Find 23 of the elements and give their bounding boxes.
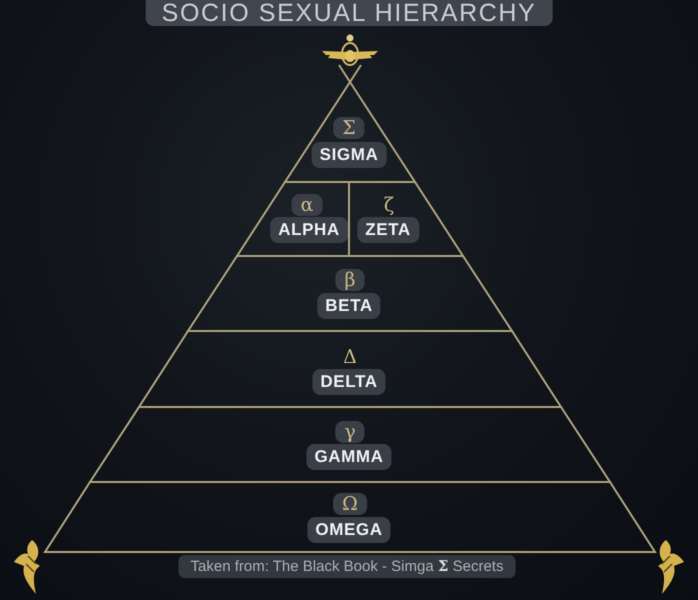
title: SOCIO SEXUAL HIERARCHY bbox=[146, 0, 552, 26]
greek-letter: γ bbox=[335, 421, 365, 443]
tier-name: SIGMA bbox=[312, 142, 386, 168]
pyramid-tier bbox=[349, 182, 463, 256]
greek-letter: Σ bbox=[333, 117, 365, 139]
pyramid-tier bbox=[139, 331, 561, 407]
pyramid-tier bbox=[45, 482, 655, 552]
tier-name: GAMMA bbox=[306, 444, 392, 470]
pyramid-tier bbox=[90, 407, 610, 482]
pyramid-tier bbox=[285, 82, 415, 182]
greek-letter: ζ bbox=[382, 194, 396, 216]
greek-letter: α bbox=[292, 194, 322, 216]
tier-name: OMEGA bbox=[307, 517, 391, 543]
greek-letter: Δ bbox=[342, 346, 358, 368]
tier-name: ALPHA bbox=[270, 217, 348, 243]
pyramid-tier bbox=[188, 256, 512, 331]
tier-name: BETA bbox=[317, 293, 381, 319]
tier-name: ZETA bbox=[357, 217, 419, 243]
tier-name: DELTA bbox=[312, 369, 386, 395]
pyramid-tier bbox=[237, 182, 349, 256]
caption: Taken from: The Black Book - Simga Σ Secrets bbox=[178, 555, 516, 578]
greek-letter: Ω bbox=[333, 493, 367, 515]
greek-letter: β bbox=[336, 269, 364, 291]
